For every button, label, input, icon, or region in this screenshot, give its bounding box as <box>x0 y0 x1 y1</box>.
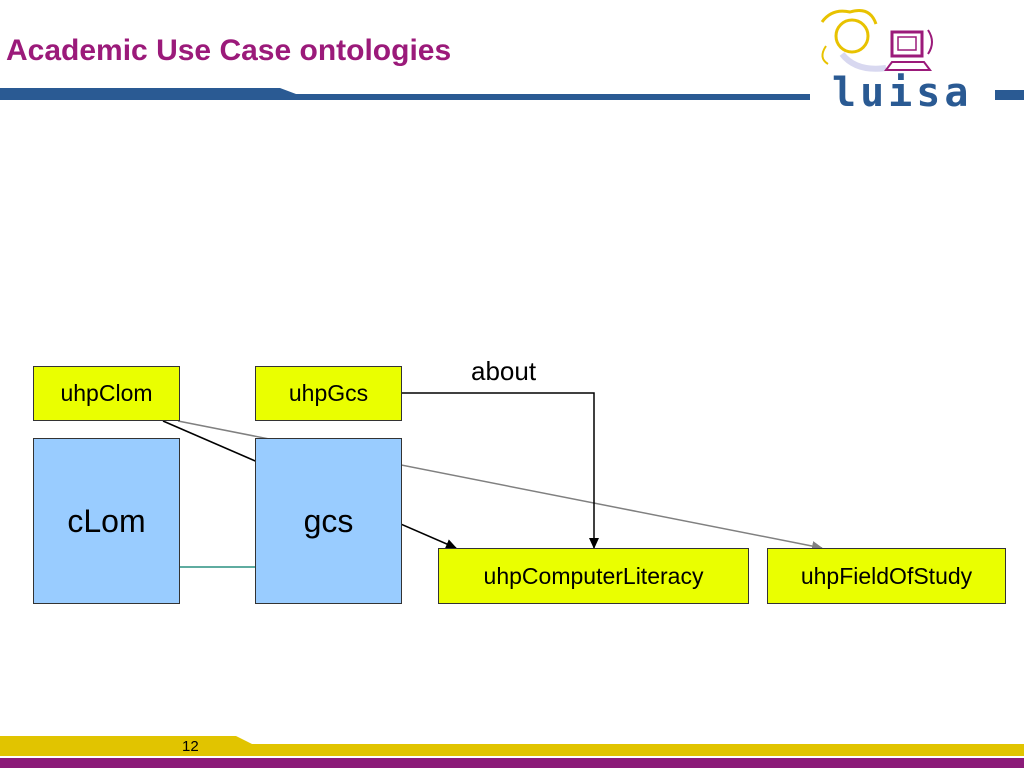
luisa-logo: luisa <box>820 9 972 114</box>
node-uhpfieldofstudy: uhpFieldOfStudy <box>767 548 1006 604</box>
node-uhpclom: uhpClom <box>33 366 180 421</box>
edge-label-about: about <box>471 356 537 386</box>
fairy-with-computer-icon <box>820 9 933 72</box>
page-number: 12 <box>182 738 199 755</box>
logo-wordmark: luisa <box>832 70 972 114</box>
node-uhpgcs: uhpGcs <box>255 366 402 421</box>
node-uhpcomputerliteracy: uhpComputerLiteracy <box>438 548 749 604</box>
header-bar-right <box>995 90 1024 100</box>
node-gcs: gcs <box>255 438 402 604</box>
page-title: Academic Use Case ontologies <box>6 34 452 67</box>
footer-bar <box>0 736 1024 768</box>
edge-uhpgcs-to-uhpcomputerliteracy <box>402 392 599 549</box>
node-clom: cLom <box>33 438 180 604</box>
header-bar <box>0 88 810 100</box>
